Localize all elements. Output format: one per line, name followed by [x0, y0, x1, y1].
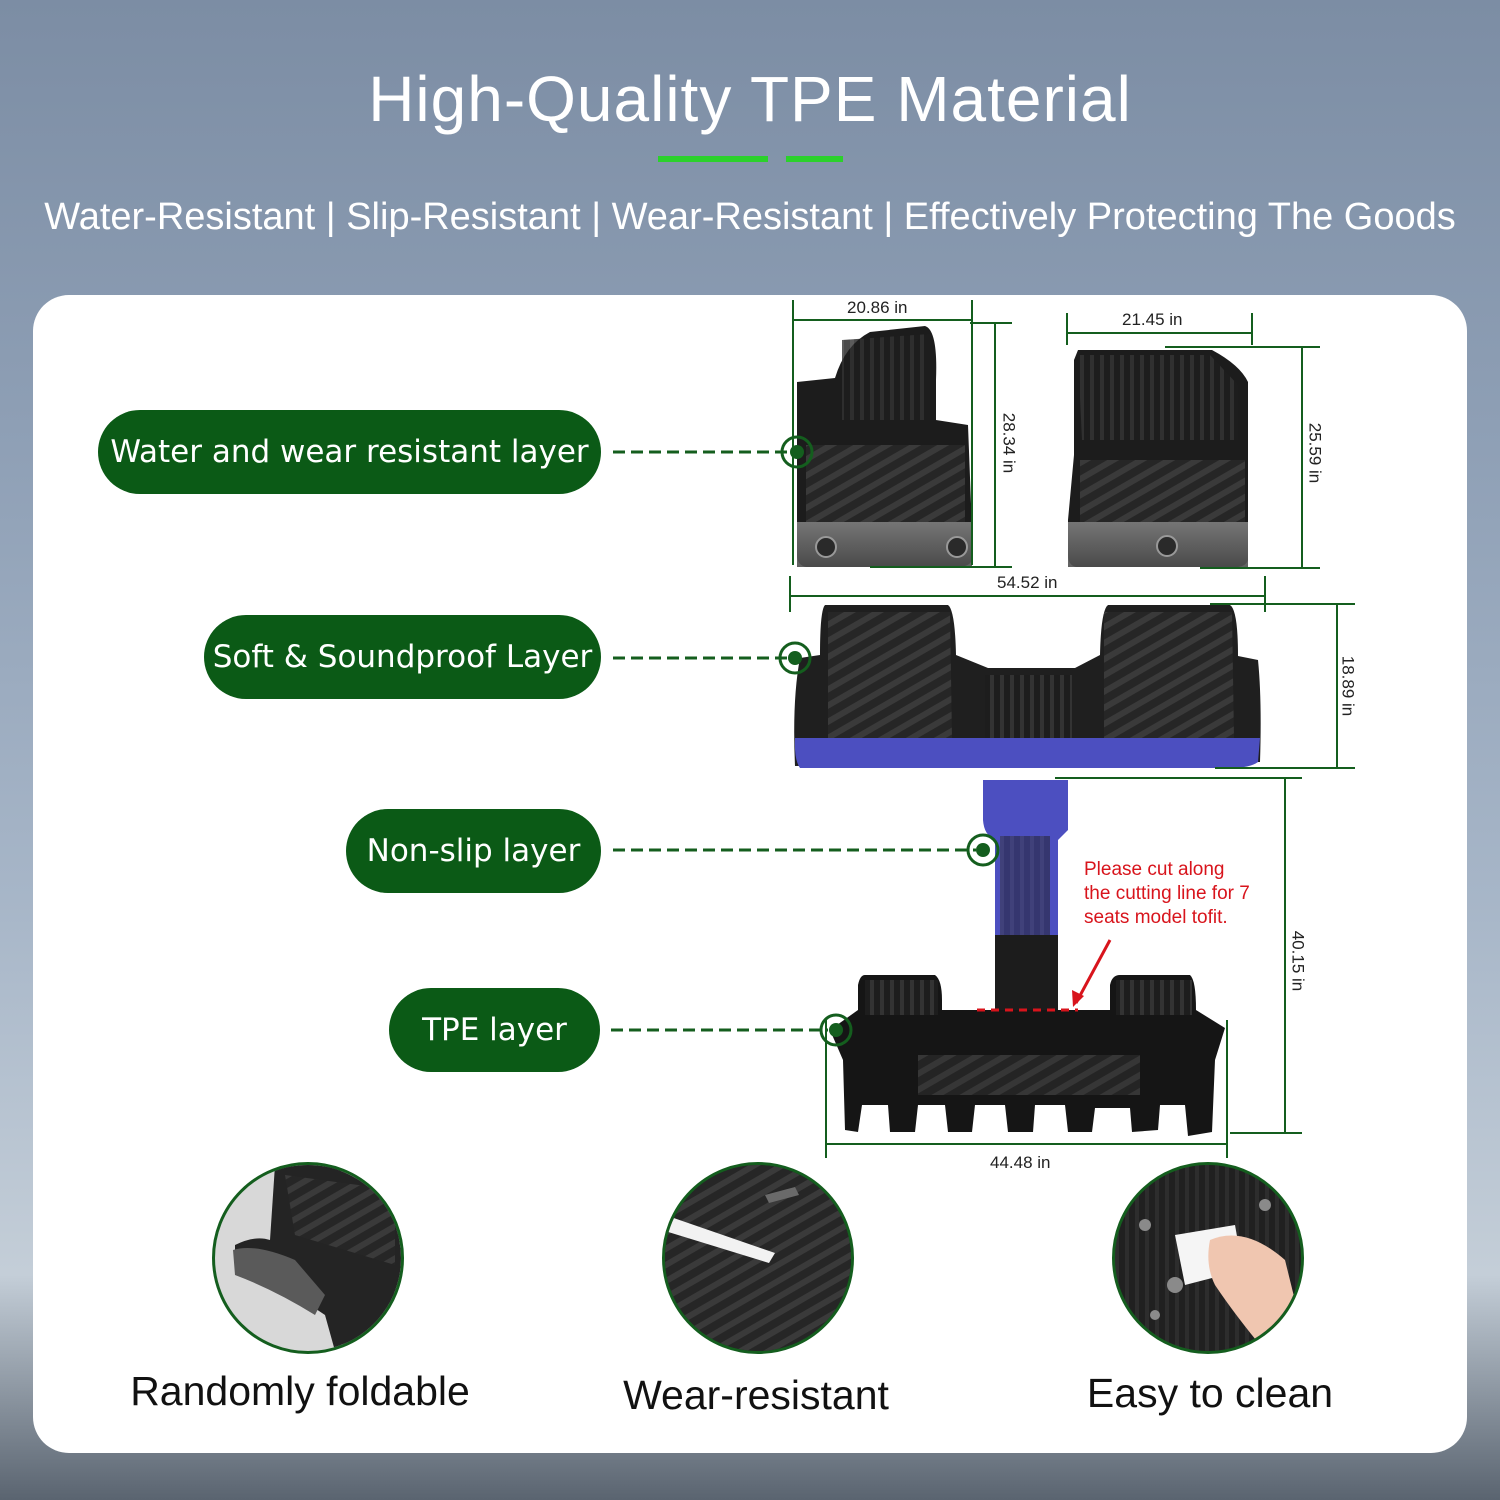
layer-pill-tpe: TPE layer	[389, 988, 600, 1072]
foldable-photo	[212, 1162, 404, 1354]
accent-bar-left	[658, 156, 768, 162]
front-left-mat	[797, 326, 972, 567]
layer-pill-non-slip: Non-slip layer	[346, 809, 601, 893]
third-row-mat	[830, 780, 1225, 1136]
front-right-mat	[1068, 350, 1248, 567]
dimension-lines	[789, 300, 1355, 1158]
dim-front-left-height: 28.34 in	[999, 412, 1019, 474]
layer-label: Soft & Soundproof Layer	[212, 639, 593, 675]
layer-label: Water and wear resistant layer	[110, 434, 589, 470]
page-title: High-Quality TPE Material	[368, 63, 1132, 135]
layer-pill-water-wear: Water and wear resistant layer	[98, 410, 601, 494]
dim-second-row-height: 18.89 in	[1338, 655, 1358, 717]
easy-clean-photo	[1112, 1162, 1304, 1354]
dim-third-row-height: 40.15 in	[1288, 930, 1308, 992]
cut-arrow	[1074, 939, 1112, 1004]
anchor-hole	[815, 536, 837, 558]
feature-label-wear: Wear-resistant	[623, 1372, 889, 1418]
accent-bar-right	[786, 156, 843, 162]
feature-label-clean: Easy to clean	[1086, 1370, 1334, 1416]
dim-front-left-width: 20.86 in	[847, 298, 908, 317]
cut-arrowhead	[1072, 990, 1084, 1007]
layer-label: TPE layer	[422, 1012, 567, 1048]
dim-third-row-width: 44.48 in	[990, 1153, 1051, 1172]
second-row-mat	[794, 605, 1261, 768]
layer-pill-soft-soundproof: Soft & Soundproof Layer	[204, 615, 601, 699]
cut-instruction-note: Please cut along the cutting line for 7 …	[1084, 859, 1250, 928]
anchor-hole	[1156, 535, 1178, 557]
anchor-hole	[946, 536, 968, 558]
dim-front-right-width: 21.45 in	[1122, 310, 1183, 329]
dim-front-right-height: 25.59 in	[1305, 422, 1325, 484]
layer-label: Non-slip layer	[366, 833, 581, 869]
page-subtitle: Water-Resistant | Slip-Resistant | Wear-…	[44, 196, 1456, 238]
feature-label-foldable: Randomly foldable	[130, 1368, 470, 1414]
wear-resistant-photo	[662, 1162, 854, 1354]
leader-lines	[611, 450, 976, 1032]
dim-second-row-width: 54.52 in	[997, 573, 1058, 592]
